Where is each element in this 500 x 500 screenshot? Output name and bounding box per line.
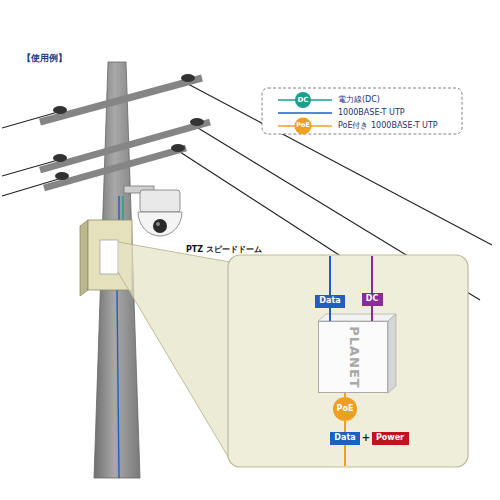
camera-lens-glint xyxy=(156,222,160,226)
legend-poe-badge xyxy=(295,118,312,135)
node-text: PoE xyxy=(337,404,354,413)
node-text: Data xyxy=(319,296,340,305)
power-wire xyxy=(188,84,492,245)
camera-housing xyxy=(140,190,180,212)
callout-beam xyxy=(118,242,230,460)
callout-panel xyxy=(228,255,468,467)
legend-box xyxy=(262,88,462,134)
insulator xyxy=(53,154,67,162)
injector-side xyxy=(388,314,396,393)
callout-line xyxy=(118,272,230,460)
node-text: Power xyxy=(376,433,404,442)
crossarm xyxy=(44,148,186,188)
legend-badge-text: PoE xyxy=(296,122,310,129)
signal-tag: Power xyxy=(372,432,409,445)
crossarm xyxy=(40,78,202,122)
node-text: Data xyxy=(334,433,355,442)
camera-lens xyxy=(153,219,167,233)
insulator xyxy=(171,144,185,152)
insulators xyxy=(53,74,204,180)
camera-label: PTZ スピードドーム xyxy=(186,245,262,254)
crossarms xyxy=(40,78,210,188)
node-text: PLANET xyxy=(346,326,361,389)
cabinet-side xyxy=(80,220,88,296)
plus-sign: + xyxy=(362,432,370,444)
signal-tag: Data xyxy=(315,295,345,308)
signal-tag: DC xyxy=(362,293,383,306)
camera-dome xyxy=(138,212,182,236)
node-text: DC xyxy=(366,294,379,303)
dc-cable xyxy=(371,256,373,294)
poe-injector: PLANET xyxy=(318,321,388,393)
injector-small xyxy=(100,240,118,274)
insulator xyxy=(53,106,67,114)
cable-connector xyxy=(329,308,331,322)
signal-tag: Data xyxy=(330,432,360,445)
legend-text: 1000BASE-T UTP xyxy=(338,108,405,117)
legend-sample-utp xyxy=(278,112,332,114)
legend-dc-badge xyxy=(295,92,311,108)
cable-connector xyxy=(371,306,373,322)
utp-cable xyxy=(117,288,119,478)
insulator xyxy=(55,172,69,180)
diagram-title: 【使用例】 xyxy=(22,53,67,63)
insulator xyxy=(181,74,195,82)
data-cable xyxy=(329,256,331,296)
insulator xyxy=(190,118,204,126)
legend-badge-text: DC xyxy=(298,96,309,104)
poe-badge: PoE xyxy=(333,397,357,421)
legend-text: 電力線(DC) xyxy=(338,95,380,104)
legend-text: PoE付き 1000BASE-T UTP xyxy=(338,121,438,130)
